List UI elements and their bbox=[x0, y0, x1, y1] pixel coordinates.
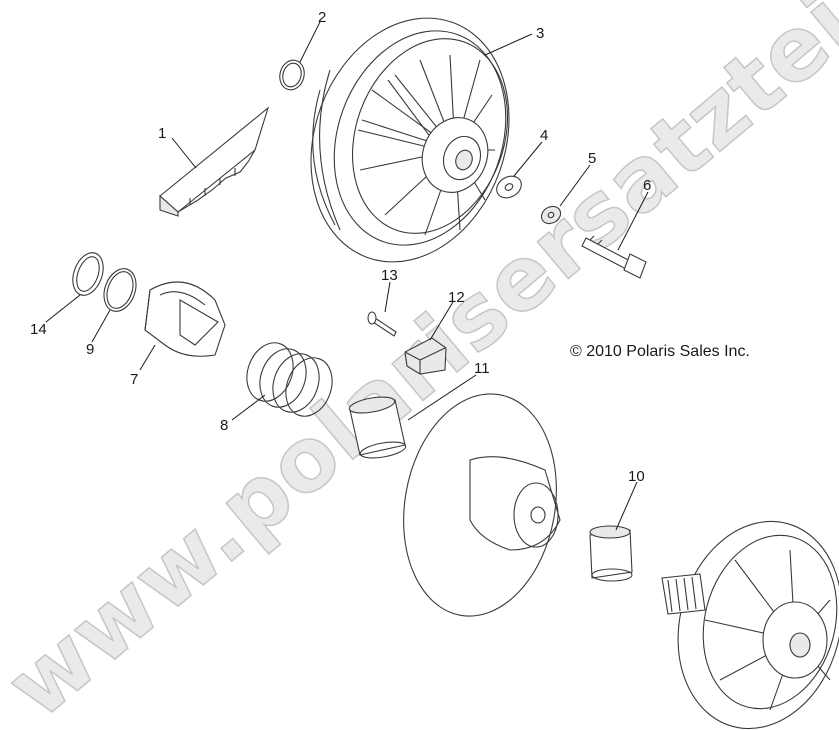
callout-3: 3 bbox=[536, 25, 544, 42]
callout-7: 7 bbox=[130, 371, 138, 388]
part-9-o-ring bbox=[103, 268, 137, 312]
callout-5: 5 bbox=[588, 150, 596, 167]
leader-lines bbox=[45, 21, 649, 531]
part-11-bushing bbox=[348, 396, 407, 459]
part-6-bolt bbox=[581, 235, 647, 279]
callout-12: 12 bbox=[448, 289, 465, 306]
callout-labels: 1 2 3 4 5 6 7 8 9 10 11 12 13 14 bbox=[30, 9, 651, 485]
callout-6: 6 bbox=[643, 177, 651, 194]
part-1-wear-block bbox=[159, 106, 270, 217]
callout-8: 8 bbox=[220, 417, 228, 434]
callout-4: 4 bbox=[540, 127, 548, 144]
part-12-roller bbox=[404, 337, 447, 375]
part-4-washer bbox=[496, 175, 522, 199]
moveable-sheave bbox=[403, 393, 561, 617]
part-14-retaining-ring bbox=[72, 252, 104, 296]
copyright-notice: © 2010 Polaris Sales Inc. bbox=[570, 343, 750, 360]
callout-13: 13 bbox=[381, 267, 398, 284]
part-13-pin bbox=[367, 311, 397, 337]
callout-11: 11 bbox=[474, 360, 490, 377]
callout-10: 10 bbox=[628, 468, 645, 485]
part-8-spring bbox=[246, 342, 333, 417]
callout-14: 14 bbox=[30, 321, 47, 338]
part-3-stationary-sheave bbox=[310, 17, 510, 263]
callout-9: 9 bbox=[86, 341, 94, 358]
part-7-cam bbox=[144, 281, 226, 357]
part-10-bushing bbox=[589, 525, 633, 582]
part-5-washer bbox=[540, 205, 562, 225]
callout-1: 1 bbox=[158, 125, 166, 142]
callout-2: 2 bbox=[318, 9, 326, 26]
driven-sheave-assembly bbox=[661, 520, 839, 730]
part-2-snap-ring bbox=[279, 59, 305, 91]
